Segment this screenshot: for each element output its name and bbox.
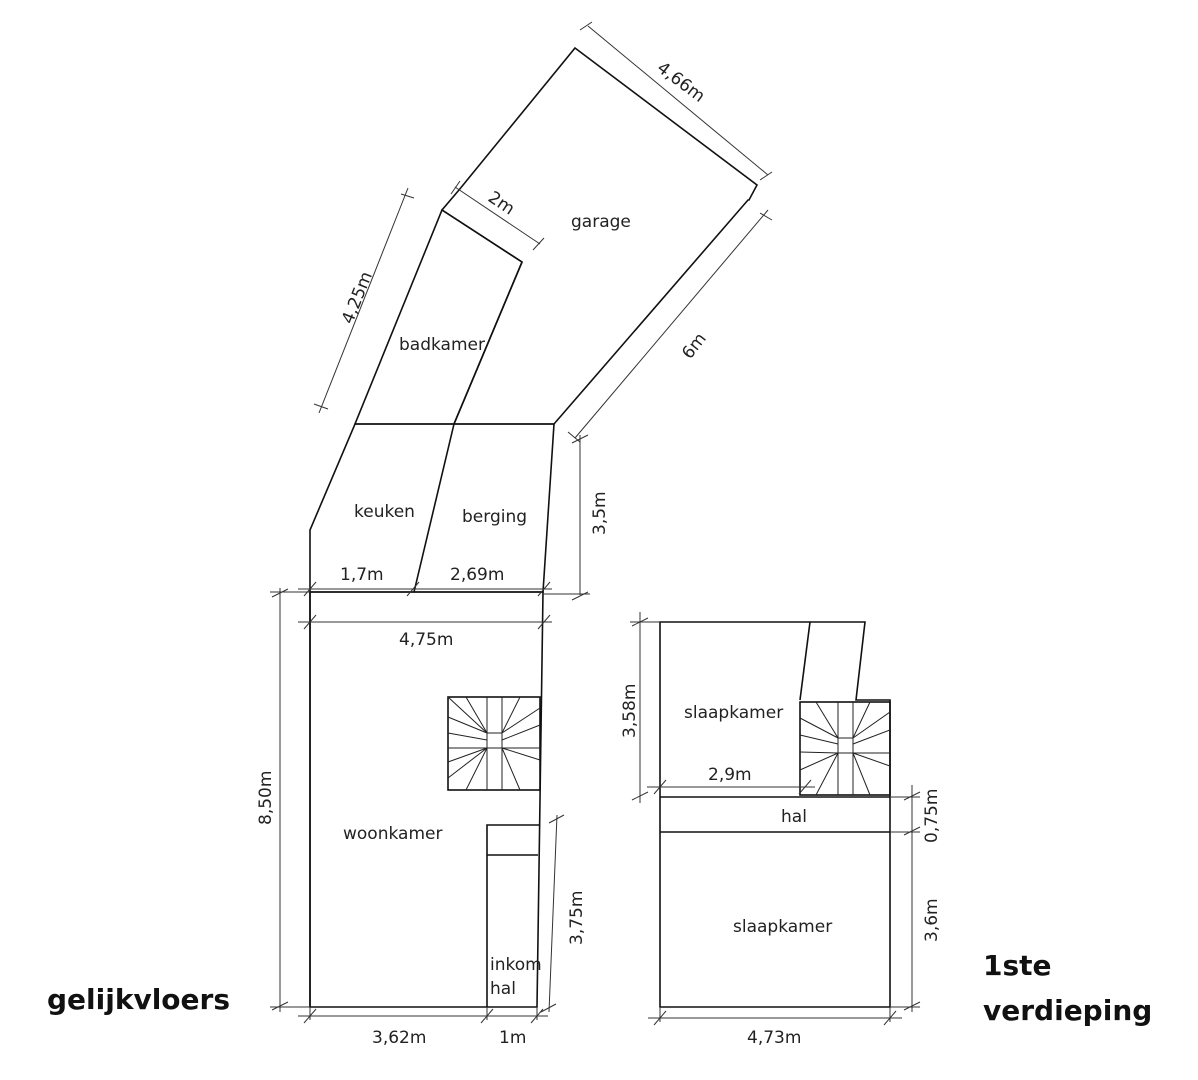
room-label-woonkamer: woonkamer: [343, 824, 442, 844]
keuken-berging-wall: [413, 423, 455, 593]
inkom-hal-walls: [486, 824, 540, 1007]
dim-label-first-bottom-height: 3,6m: [922, 898, 942, 942]
room-label-badkamer: badkamer: [399, 335, 485, 355]
dim-label-garage-top: 4,66m: [653, 58, 708, 107]
dim-label-inkom-bottom: 1m: [499, 1028, 526, 1048]
first-floor-staircase: [799, 701, 891, 796]
dim-label-badkamer-width: 2m: [484, 188, 518, 220]
ground-staircase: [447, 696, 541, 791]
room-label-slaapkamer-top: slaapkamer: [684, 703, 783, 723]
dim-label-woon-bottom: 3,62m: [372, 1028, 426, 1048]
dim-label-hal-height: 0,75m: [922, 789, 942, 843]
dim-label-badkamer-side: 4,25m: [338, 269, 377, 327]
floor-title-first-line1: 1ste: [983, 949, 1052, 982]
dim-label-berging-width: 2,69m: [450, 565, 504, 585]
dim-label-garage-side: 6m: [678, 329, 711, 363]
room-label-berging: berging: [462, 507, 527, 527]
woonkamer-walls: [309, 591, 544, 1008]
room-label-garage: garage: [571, 212, 631, 232]
dim-label-first-top-width: 2,9m: [708, 765, 752, 785]
room-label-inkom: inkom: [490, 955, 542, 975]
ground-floor-plan: [270, 21, 773, 1024]
garage-walls: [440, 46, 759, 425]
dim-label-inkom-height: 3,75m: [567, 891, 587, 945]
room-label-hal: hal: [781, 807, 807, 827]
dim-label-first-width: 4,73m: [747, 1028, 801, 1048]
first-floor-outline: [659, 621, 891, 1008]
dim-label-rear-height: 3,5m: [590, 491, 610, 535]
room-label-keuken: keuken: [354, 502, 415, 522]
dim-label-first-top-height: 3,58m: [620, 684, 640, 738]
room-label-slaapkamer-bottom: slaapkamer: [733, 917, 832, 937]
badkamer-walls: [353, 208, 523, 425]
floor-title-first-line2: verdieping: [983, 994, 1152, 1027]
dim-label-ground-height: 8,50m: [256, 771, 276, 825]
dim-label-keuken-width: 1,7m: [340, 565, 384, 585]
dim-label-ground-width: 4,75m: [399, 630, 453, 650]
floor-title-ground: gelijkvloers: [47, 983, 230, 1016]
first-dimension-lines: [630, 612, 921, 1026]
room-label-inkom-hal: hal: [490, 979, 516, 999]
ground-dimension-lines: [270, 21, 773, 1024]
first-floor-plan: [630, 612, 921, 1026]
